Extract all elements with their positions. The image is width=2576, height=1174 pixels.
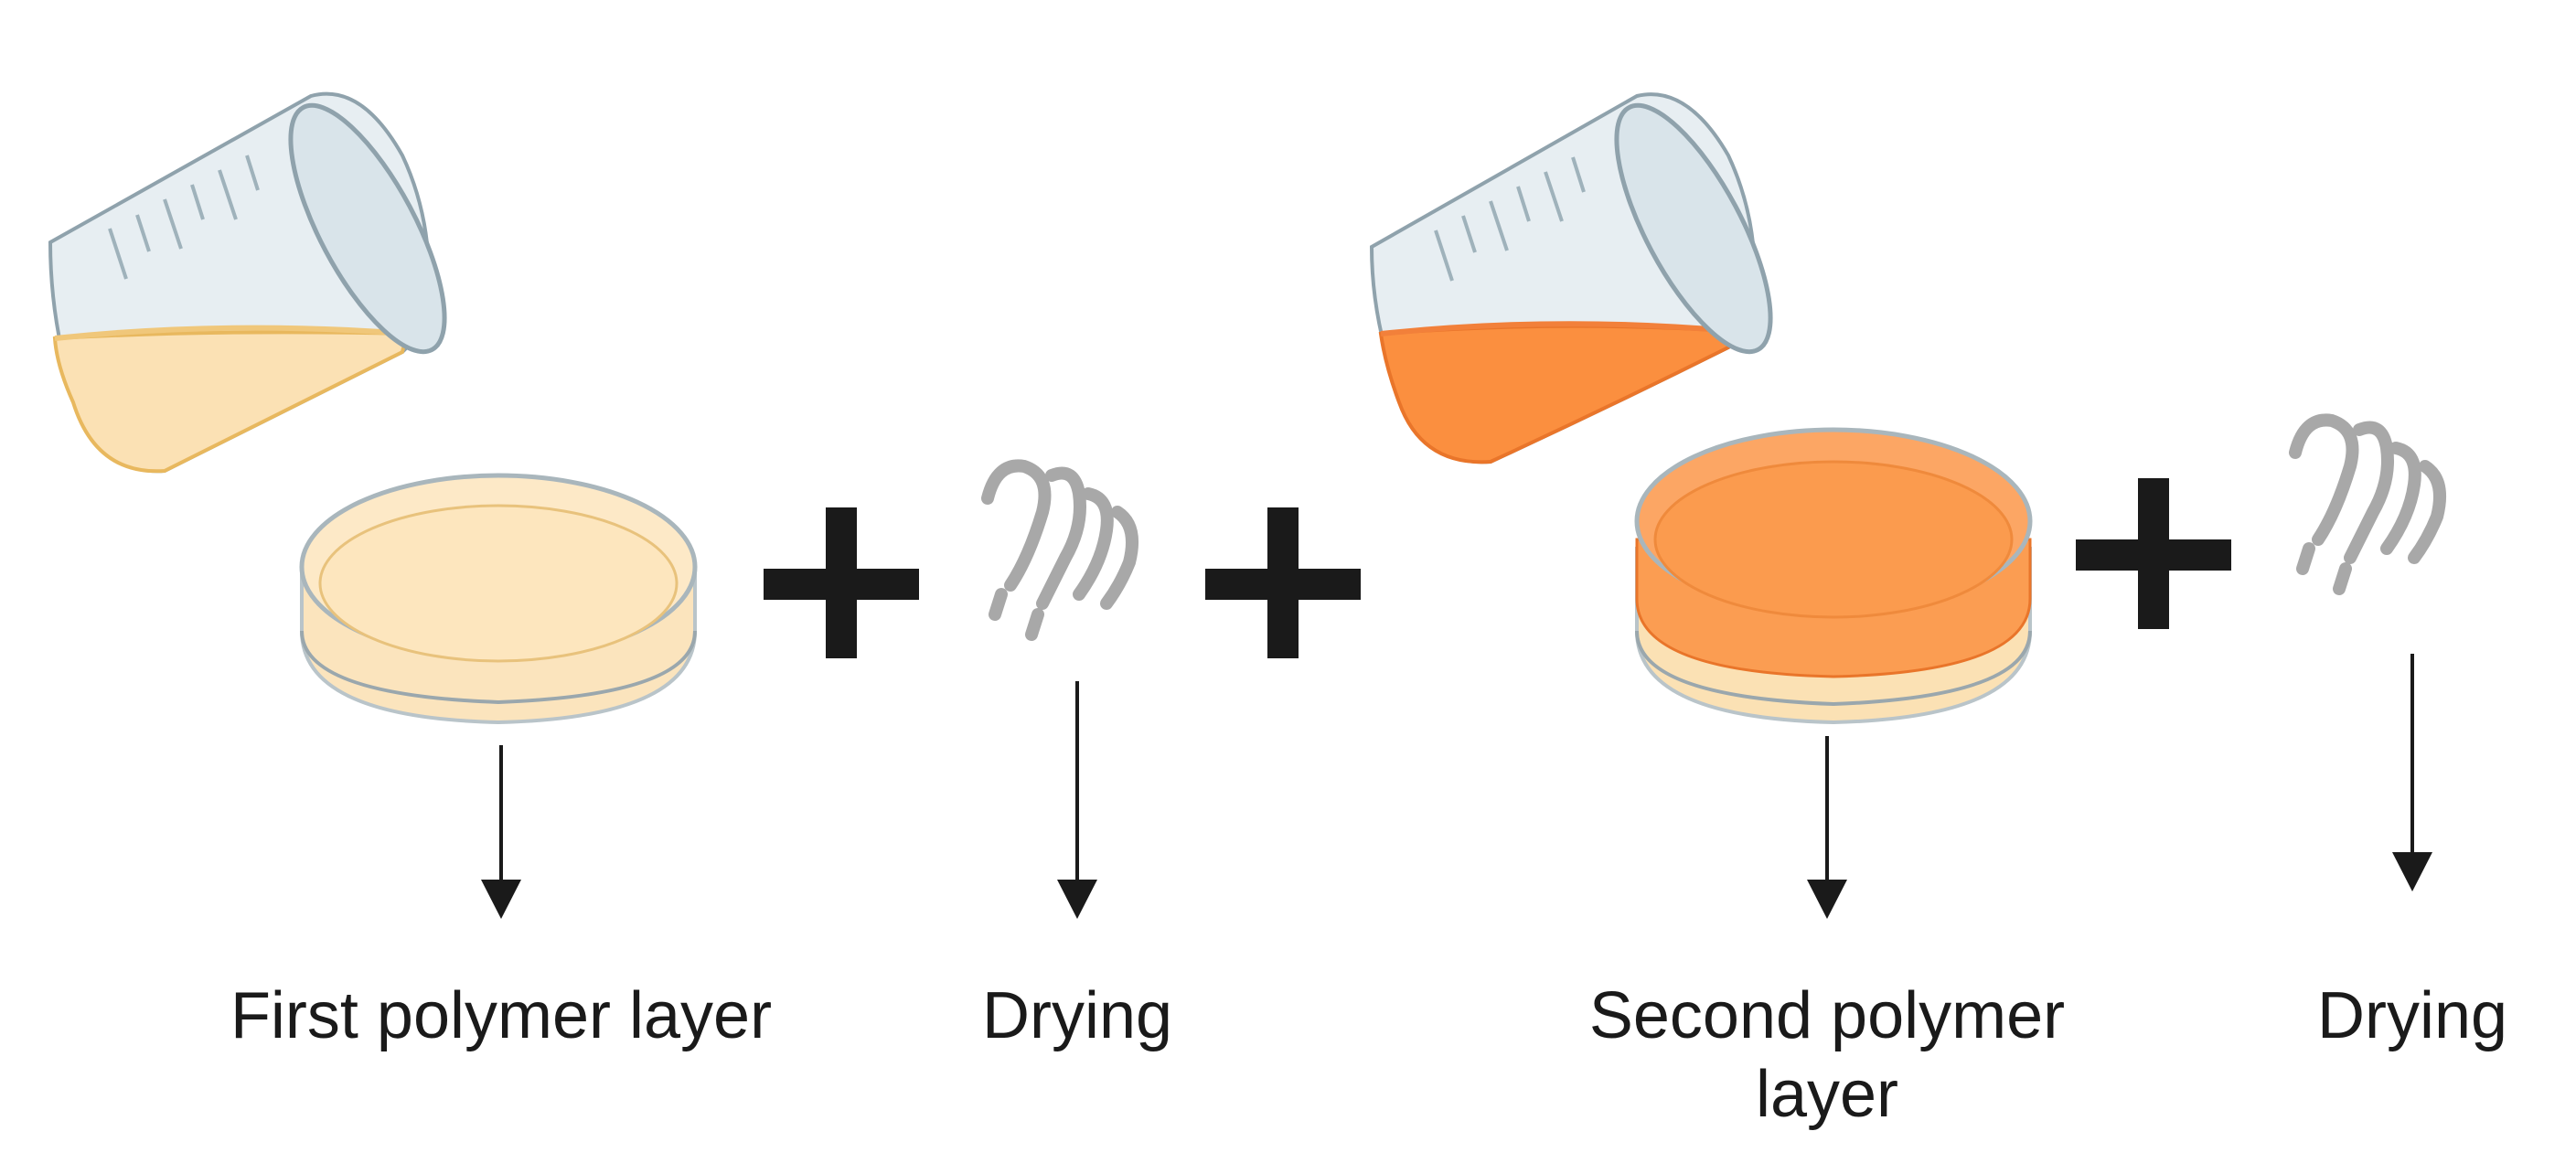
pouring-beaker-icon-1 [48,91,447,474]
label-drying-2: Drying [2316,979,2508,1052]
label-first-polymer-layer: First polymer layer [230,979,773,1052]
label-second-polymer-layer-line2: layer [1755,1058,1899,1131]
plus-icon-3 [2076,478,2231,629]
label-second-polymer-layer-line1: Second polymer [1588,979,2066,1052]
steam-icon-2 [2289,413,2446,595]
first-polymer-liquid [52,330,410,474]
pouring-beaker-icon-2 [1369,92,1773,464]
down-arrow-icon-4 [2392,654,2432,891]
second-polymer-liquid [1378,324,1736,464]
label-drying-1: Drying [981,979,1173,1052]
steam-icon-1 [981,459,1138,641]
down-arrow-icon-1 [481,745,521,919]
down-arrow-icon-2 [1057,681,1097,919]
plus-icon-1 [764,507,919,658]
down-arrow-icon-3 [1807,736,1847,919]
petri-dish-icon-1 [299,473,698,725]
plus-icon-2 [1205,507,1361,658]
petri-dish-icon-2 [1634,427,2033,725]
